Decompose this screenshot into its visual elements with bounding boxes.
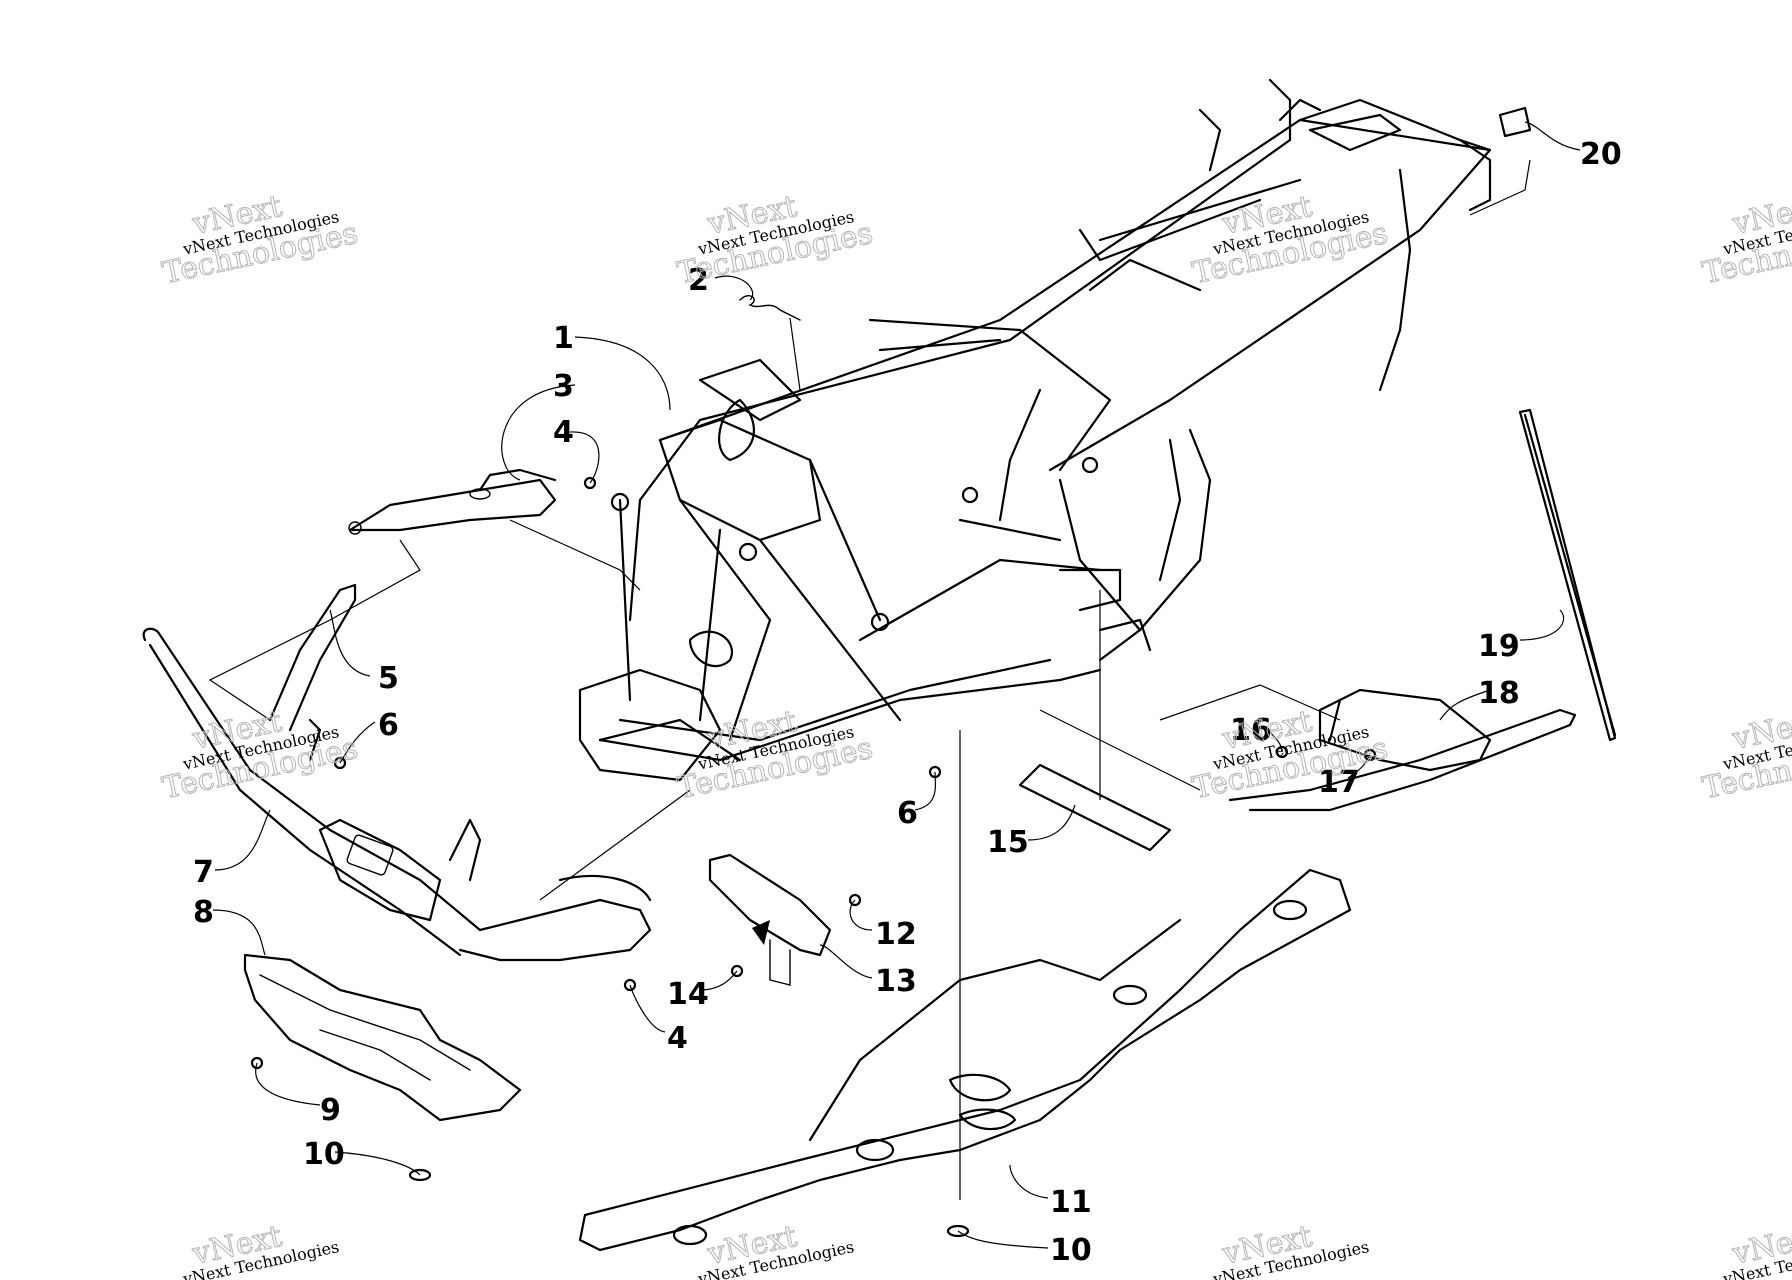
callout-4-top[interactable]: 4 bbox=[553, 415, 574, 450]
callout-8[interactable]: 8 bbox=[193, 895, 214, 930]
callout-14[interactable]: 14 bbox=[667, 977, 709, 1012]
callout-19[interactable]: 19 bbox=[1478, 629, 1520, 664]
front-bumper[interactable] bbox=[142, 627, 652, 962]
bolt-icon bbox=[848, 893, 862, 907]
callouts: 1 2 3 4 5 6 7 8 9 10 11 12 13 14 4 15 6 … bbox=[193, 137, 1622, 1268]
callout-1[interactable]: 1 bbox=[553, 321, 574, 356]
bolt-icon bbox=[623, 978, 637, 992]
callout-6-center[interactable]: 6 bbox=[897, 796, 918, 831]
nut-icon bbox=[1275, 745, 1289, 759]
callout-15[interactable]: 15 bbox=[987, 825, 1029, 860]
washer-icon bbox=[730, 964, 744, 978]
screw-icon bbox=[250, 1056, 264, 1070]
callout-11[interactable]: 11 bbox=[1050, 1185, 1092, 1220]
mount-bracket[interactable] bbox=[708, 853, 832, 986]
callout-20[interactable]: 20 bbox=[1580, 137, 1622, 172]
bolt-icon bbox=[583, 476, 597, 490]
bolt-icon bbox=[333, 756, 347, 770]
clip[interactable] bbox=[739, 295, 801, 321]
skid-plate[interactable] bbox=[578, 868, 1352, 1252]
rear-bracket[interactable] bbox=[1228, 688, 1577, 812]
callout-12[interactable]: 12 bbox=[875, 917, 917, 952]
callout-5[interactable]: 5 bbox=[378, 661, 399, 696]
callout-17[interactable]: 17 bbox=[1318, 765, 1360, 800]
callout-2[interactable]: 2 bbox=[688, 263, 709, 298]
callout-13[interactable]: 13 bbox=[875, 964, 917, 999]
label-plate[interactable] bbox=[1498, 106, 1532, 138]
panel[interactable] bbox=[1018, 763, 1172, 852]
rod[interactable] bbox=[1518, 408, 1617, 742]
front-guard[interactable] bbox=[243, 953, 522, 1122]
main-frame[interactable] bbox=[578, 78, 1492, 782]
callout-3[interactable]: 3 bbox=[553, 369, 574, 404]
callout-10-bottom[interactable]: 10 bbox=[1050, 1233, 1092, 1268]
callout-18[interactable]: 18 bbox=[1478, 676, 1520, 711]
callout-10-left[interactable]: 10 bbox=[303, 1137, 345, 1172]
callout-6-left[interactable]: 6 bbox=[378, 708, 399, 743]
rivet-icon bbox=[946, 1224, 970, 1238]
callout-7[interactable]: 7 bbox=[193, 855, 214, 890]
bumper-support[interactable] bbox=[268, 583, 357, 732]
callout-16[interactable]: 16 bbox=[1230, 713, 1272, 748]
callout-9[interactable]: 9 bbox=[320, 1093, 341, 1128]
nut-icon bbox=[1363, 748, 1377, 762]
left-bracket[interactable] bbox=[348, 468, 557, 535]
fasteners bbox=[250, 476, 1377, 1238]
rivet-icon bbox=[408, 1168, 432, 1182]
leader-lines bbox=[208, 121, 1581, 1249]
callout-4-bottom[interactable]: 4 bbox=[667, 1021, 688, 1056]
